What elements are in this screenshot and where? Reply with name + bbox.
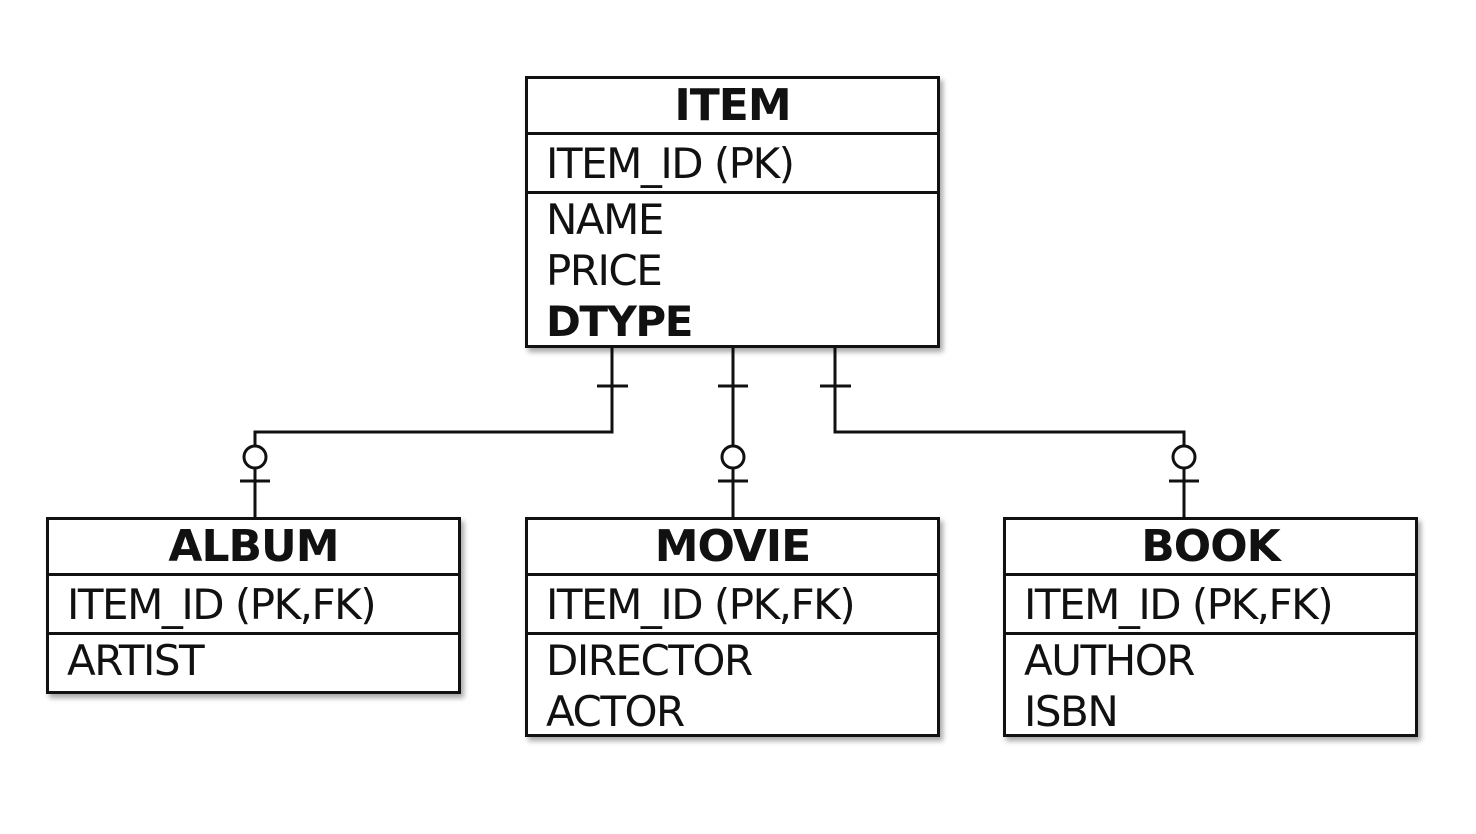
book-zero-mark: [1171, 444, 1197, 470]
relationship-item-book: [833, 347, 1186, 518]
attribute-author: AUTHOR: [1024, 636, 1195, 685]
attribute-isbn: ISBN: [1024, 687, 1119, 736]
entity-movie-pk: ITEM_ID (PK,FK): [528, 576, 937, 635]
entity-album-attributes: ARTIST: [49, 635, 458, 686]
entity-item: ITEM ITEM_ID (PK) NAME PRICE DTYPE: [525, 76, 940, 348]
attribute-price: PRICE: [546, 246, 663, 295]
entity-movie-attributes: DIRECTOR ACTOR: [528, 635, 937, 737]
attribute-dtype: DTYPE: [546, 297, 693, 346]
entity-movie: MOVIE ITEM_ID (PK,FK) DIRECTOR ACTOR: [525, 517, 940, 737]
entity-item-title: ITEM: [528, 79, 937, 135]
relationship-item-album: [253, 347, 614, 518]
attribute-artist: ARTIST: [67, 636, 205, 685]
entity-album-title: ALBUM: [49, 520, 458, 576]
album-zero-mark: [242, 444, 268, 470]
entity-item-attributes: NAME PRICE DTYPE: [528, 194, 937, 347]
entity-album: ALBUM ITEM_ID (PK,FK) ARTIST: [46, 517, 461, 694]
entity-item-pk: ITEM_ID (PK): [528, 135, 937, 194]
entity-movie-title: MOVIE: [528, 520, 937, 576]
attribute-director: DIRECTOR: [546, 636, 753, 685]
entity-album-pk: ITEM_ID (PK,FK): [49, 576, 458, 635]
movie-zero-mark: [720, 444, 746, 470]
attribute-actor: ACTOR: [546, 687, 685, 736]
attribute-name: NAME: [546, 195, 664, 244]
entity-book: BOOK ITEM_ID (PK,FK) AUTHOR ISBN: [1003, 517, 1418, 737]
entity-book-pk: ITEM_ID (PK,FK): [1006, 576, 1415, 635]
entity-book-attributes: AUTHOR ISBN: [1006, 635, 1415, 737]
entity-book-title: BOOK: [1006, 520, 1415, 576]
